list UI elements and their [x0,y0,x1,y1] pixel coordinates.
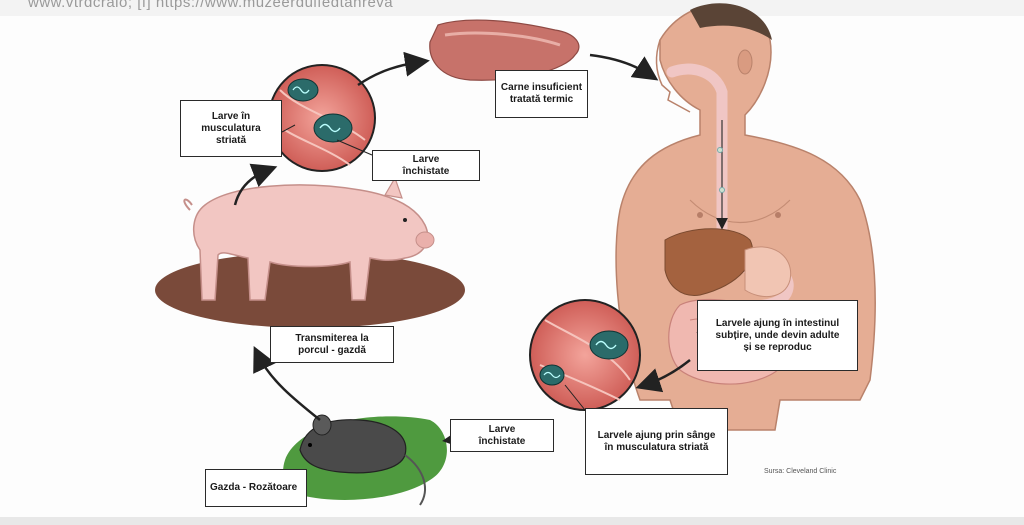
label-rodent-host: Gazda - Rozătoare [205,469,307,507]
label-transmission-to-pig: Transmiterea la porcul - gazdă [270,326,394,363]
source-credit: Sursa: Cleveland Clinic [764,468,837,475]
label-undercooked-meat: Carne insuficient tratată termic [495,70,588,118]
raw-meat [429,19,580,81]
header-partial-text: www.vtrdcraio; [f] https://www.muzeerdul… [28,0,394,11]
label-encysted-larvae-bottom: Larve închistate [450,419,554,452]
label-blood-to-muscle: Larvele ajung prin sânge în musculatura … [585,408,728,475]
rodent [299,414,426,506]
magnified-muscle-top [268,64,376,172]
label-encysted-larvae-top: Larve închistate [372,150,480,181]
label-small-intestine: Larvele ajung în intestinul subțire, und… [697,300,858,371]
pig [183,176,435,301]
magnified-muscle-bottom [529,299,641,411]
stomach [744,246,792,298]
top-bar: www.vtrdcraio; [f] https://www.muzeerdul… [0,0,1024,16]
mud-patch [155,252,465,328]
bottom-bar [0,517,1024,525]
label-larvae-in-muscle: Larve în musculatura striată [180,100,282,157]
